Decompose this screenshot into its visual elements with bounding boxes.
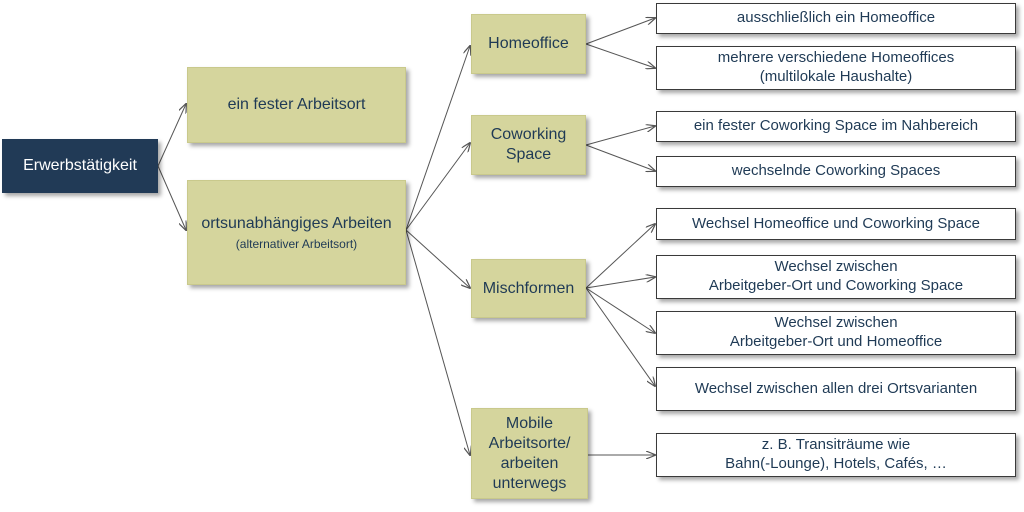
- arrow-flexible-to-homeoffice: [405, 46, 470, 231]
- node-coworking-label-line1: Coworking: [490, 126, 567, 143]
- arrow-mixed-to-emp-ho: [585, 287, 655, 333]
- node-homeoffice-label: Homeoffice: [488, 35, 569, 52]
- arrow-homeoffice-to-single: [585, 18, 655, 45]
- leaf-transit-spaces: z. B. Transiträume wie Bahn(-Lounge), Ho…: [656, 433, 1016, 477]
- leaf-transit-spaces-line1: z. B. Transiträume wie: [761, 436, 911, 454]
- node-coworking-space: Coworking Space: [471, 115, 586, 175]
- leaf-mix-employer-homeoffice-line2: Arbeitgeber-Ort und Homeoffice: [729, 333, 943, 350]
- arrow-mixed-to-all: [585, 287, 655, 386]
- arrow-homeoffice-to-multi: [585, 43, 655, 68]
- node-mixed-forms-label: Mischformen: [482, 279, 575, 297]
- leaf-changing-coworking-label: wechselnde Coworking Spaces: [731, 162, 941, 180]
- node-location-independent-sublabel: (alternativer Arbeitsort): [235, 236, 358, 251]
- arrow-flexible-to-mobile: [405, 229, 470, 455]
- arrow-flexible-to-mixed: [405, 229, 470, 288]
- node-homeoffice: Homeoffice: [471, 14, 586, 74]
- node-location-independent: ortsunabhängiges Arbeiten (alternativer …: [187, 180, 406, 285]
- leaf-fixed-coworking: ein fester Coworking Space im Nahbereich: [656, 111, 1016, 142]
- root-node-erwerbstaetigkeit: Erwerbstätigkeit: [2, 139, 158, 193]
- node-mobile-label-line1: Mobile: [505, 414, 554, 432]
- node-fixed-workplace: ein fester Arbeitsort: [187, 67, 406, 143]
- leaf-multiple-homeoffices-line2: (multilokale Haushalte): [759, 68, 913, 85]
- arrow-mixed-to-ho-cw: [585, 224, 655, 289]
- leaf-mix-homeoffice-coworking: Wechsel Homeoffice und Coworking Space: [656, 208, 1016, 240]
- leaf-mix-all-three-label: Wechsel zwischen allen drei Ortsvariante…: [694, 379, 978, 397]
- leaf-fixed-coworking-label: ein fester Coworking Space im Nahbereich: [693, 117, 979, 135]
- node-fixed-workplace-label: ein fester Arbeitsort: [227, 96, 366, 113]
- node-mobile-label-line2: Arbeitsorte/: [488, 434, 571, 452]
- leaf-mix-employer-coworking-line2: Arbeitgeber-Ort und Coworking Space: [708, 277, 964, 294]
- arrow-coworking-to-fixed: [585, 126, 655, 146]
- node-location-independent-label: ortsunabhängiges Arbeiten: [201, 214, 392, 232]
- root-label: Erwerbstätigkeit: [23, 157, 137, 174]
- node-coworking-label-line2: Space: [505, 146, 552, 163]
- arrow-root-to-flexible: [157, 165, 186, 230]
- leaf-transit-spaces-line2: Bahn(-Lounge), Hotels, Cafés, …: [725, 455, 947, 472]
- node-mobile-label-line3: arbeiten: [500, 454, 559, 472]
- leaf-mix-homeoffice-coworking-label: Wechsel Homeoffice und Coworking Space: [692, 214, 980, 232]
- arrow-mixed-to-emp-cw: [585, 277, 655, 289]
- leaf-mix-employer-homeoffice-line1: Wechsel zwischen: [774, 314, 898, 332]
- leaf-multiple-homeoffices: mehrere verschiedene Homeoffices (multil…: [656, 46, 1016, 90]
- leaf-single-homeoffice: ausschließlich ein Homeoffice: [656, 3, 1016, 34]
- leaf-single-homeoffice-label: ausschließlich ein Homeoffice: [736, 9, 936, 27]
- leaf-multiple-homeoffices-line1: mehrere verschiedene Homeoffices: [717, 49, 955, 67]
- node-mobile-workplaces: Mobile Arbeitsorte/ arbeiten unterwegs: [471, 408, 588, 499]
- arrow-root-to-fixed: [157, 104, 186, 167]
- node-mixed-forms: Mischformen: [471, 259, 586, 318]
- arrow-flexible-to-coworking: [405, 143, 470, 231]
- leaf-mix-employer-coworking: Wechsel zwischen Arbeitgeber-Ort und Cow…: [656, 255, 1016, 299]
- node-mobile-label-line4: unterwegs: [492, 474, 567, 492]
- arrow-coworking-to-changing: [585, 144, 655, 171]
- leaf-mix-employer-homeoffice: Wechsel zwischen Arbeitgeber-Ort und Hom…: [656, 311, 1016, 355]
- leaf-mix-all-three: Wechsel zwischen allen drei Ortsvariante…: [656, 367, 1016, 411]
- leaf-mix-employer-coworking-line1: Wechsel zwischen: [774, 258, 898, 276]
- leaf-changing-coworking: wechselnde Coworking Spaces: [656, 156, 1016, 187]
